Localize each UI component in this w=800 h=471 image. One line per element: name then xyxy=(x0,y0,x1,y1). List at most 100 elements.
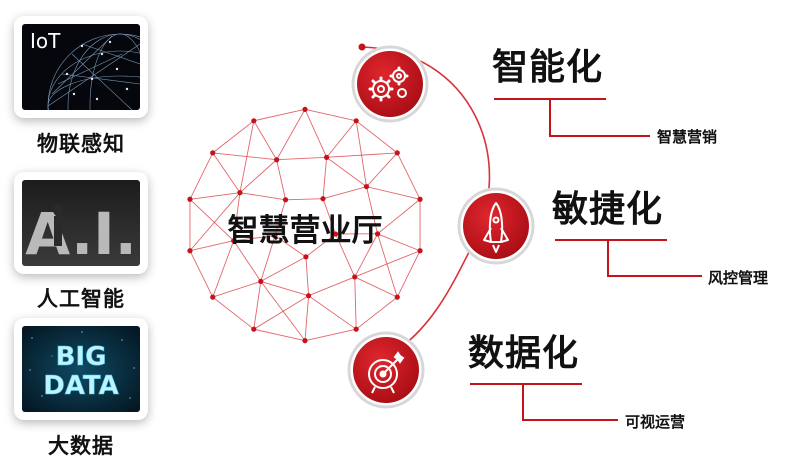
network-sphere xyxy=(187,106,423,344)
network-edge xyxy=(253,281,262,330)
network-node xyxy=(417,196,423,202)
network-edge xyxy=(233,235,276,242)
network-edge xyxy=(377,233,398,298)
network-edge xyxy=(355,296,398,330)
network-node xyxy=(237,190,243,196)
network-edge xyxy=(212,280,261,298)
network-edge xyxy=(366,186,421,200)
bigdata-image: BIG DATA xyxy=(22,326,140,412)
branch-1-sub: 智慧营销 xyxy=(657,128,718,146)
network-edge xyxy=(322,198,336,235)
ai-label: 人工智能 xyxy=(37,287,125,311)
network-edge xyxy=(260,235,276,282)
network-edge xyxy=(304,108,357,122)
network-edge xyxy=(305,256,310,296)
network-edge xyxy=(274,199,286,236)
network-edge xyxy=(189,250,214,298)
bigdata-tile: BIG DATA xyxy=(14,318,148,420)
network-edge xyxy=(253,120,278,160)
network-node xyxy=(324,154,330,160)
rocket-icon xyxy=(457,187,535,265)
ai-figure-icon: A.I. xyxy=(22,180,140,266)
iot-tile: IoT xyxy=(14,16,148,118)
network-edge xyxy=(377,198,421,235)
network-edge xyxy=(212,152,277,161)
ai-badge-text: A.I. xyxy=(25,200,137,266)
network-node xyxy=(302,338,308,344)
network-edge xyxy=(366,186,379,234)
network-node xyxy=(303,254,309,260)
network-edge xyxy=(189,192,240,200)
network-node xyxy=(272,233,278,239)
data-text: DATA xyxy=(43,371,119,401)
network-node xyxy=(258,278,264,285)
network-edge xyxy=(212,240,235,298)
network-edge xyxy=(276,109,306,160)
network-node xyxy=(363,184,370,190)
network-node xyxy=(353,326,359,332)
network-edge xyxy=(335,233,356,278)
network-node xyxy=(417,248,423,254)
network-edge xyxy=(239,192,286,201)
network-edge xyxy=(326,156,367,187)
network-node xyxy=(282,197,289,203)
gears-icon xyxy=(351,45,429,123)
network-node xyxy=(251,118,257,124)
network-node xyxy=(394,150,400,156)
branch-1-connector xyxy=(549,99,650,137)
network-edge xyxy=(233,192,241,241)
branch-3-title: 数据化 xyxy=(468,333,580,374)
big-text: BIG xyxy=(56,342,107,372)
network-edge xyxy=(326,120,357,158)
network-edge xyxy=(354,276,357,330)
branch-3-sub: 可视运营 xyxy=(625,413,686,431)
network-edge xyxy=(285,198,324,201)
network-node xyxy=(274,157,280,163)
network-edge xyxy=(308,276,355,297)
network-edge xyxy=(253,108,306,122)
iot-image: IoT xyxy=(22,24,140,110)
network-node xyxy=(187,196,193,202)
network-edge xyxy=(326,152,398,158)
center-title: 智慧营业厅 xyxy=(227,213,383,249)
network-edge xyxy=(396,152,421,200)
bigdata-label: 大数据 xyxy=(48,434,114,458)
network-edge xyxy=(355,120,367,187)
network-edge xyxy=(260,256,307,282)
branch-2-sub: 风控管理 xyxy=(708,269,769,287)
network-edge xyxy=(274,235,307,258)
network-edge xyxy=(233,240,262,282)
network-edge xyxy=(189,192,241,252)
ai-tile: A.I. xyxy=(14,172,148,274)
network-edge xyxy=(212,120,255,154)
branch-2-connector xyxy=(607,240,702,277)
network-edge xyxy=(239,159,277,193)
network-node xyxy=(210,294,216,300)
network-edge xyxy=(189,152,214,200)
network-edge xyxy=(305,233,336,258)
globe-network-icon: IoT xyxy=(22,24,140,110)
network-edge xyxy=(304,109,328,158)
network-node xyxy=(187,248,193,254)
network-node xyxy=(394,294,400,300)
network-edge xyxy=(308,295,357,330)
network-edge xyxy=(322,186,367,200)
network-edge xyxy=(260,280,309,297)
network-node xyxy=(353,118,359,124)
network-edge xyxy=(377,233,421,252)
network-edge xyxy=(253,328,306,342)
network-edge xyxy=(239,120,255,193)
network-node xyxy=(320,196,326,202)
network-edge xyxy=(304,328,357,342)
network-node xyxy=(210,150,216,156)
network-node xyxy=(332,231,339,237)
network-edge xyxy=(322,157,328,199)
network-edge xyxy=(354,276,398,298)
network-edge xyxy=(304,295,310,341)
iot-badge-text: IoT xyxy=(30,29,61,53)
network-edge xyxy=(189,240,234,252)
network-edge xyxy=(276,156,327,161)
network-edge xyxy=(212,152,241,193)
network-node xyxy=(352,274,358,280)
